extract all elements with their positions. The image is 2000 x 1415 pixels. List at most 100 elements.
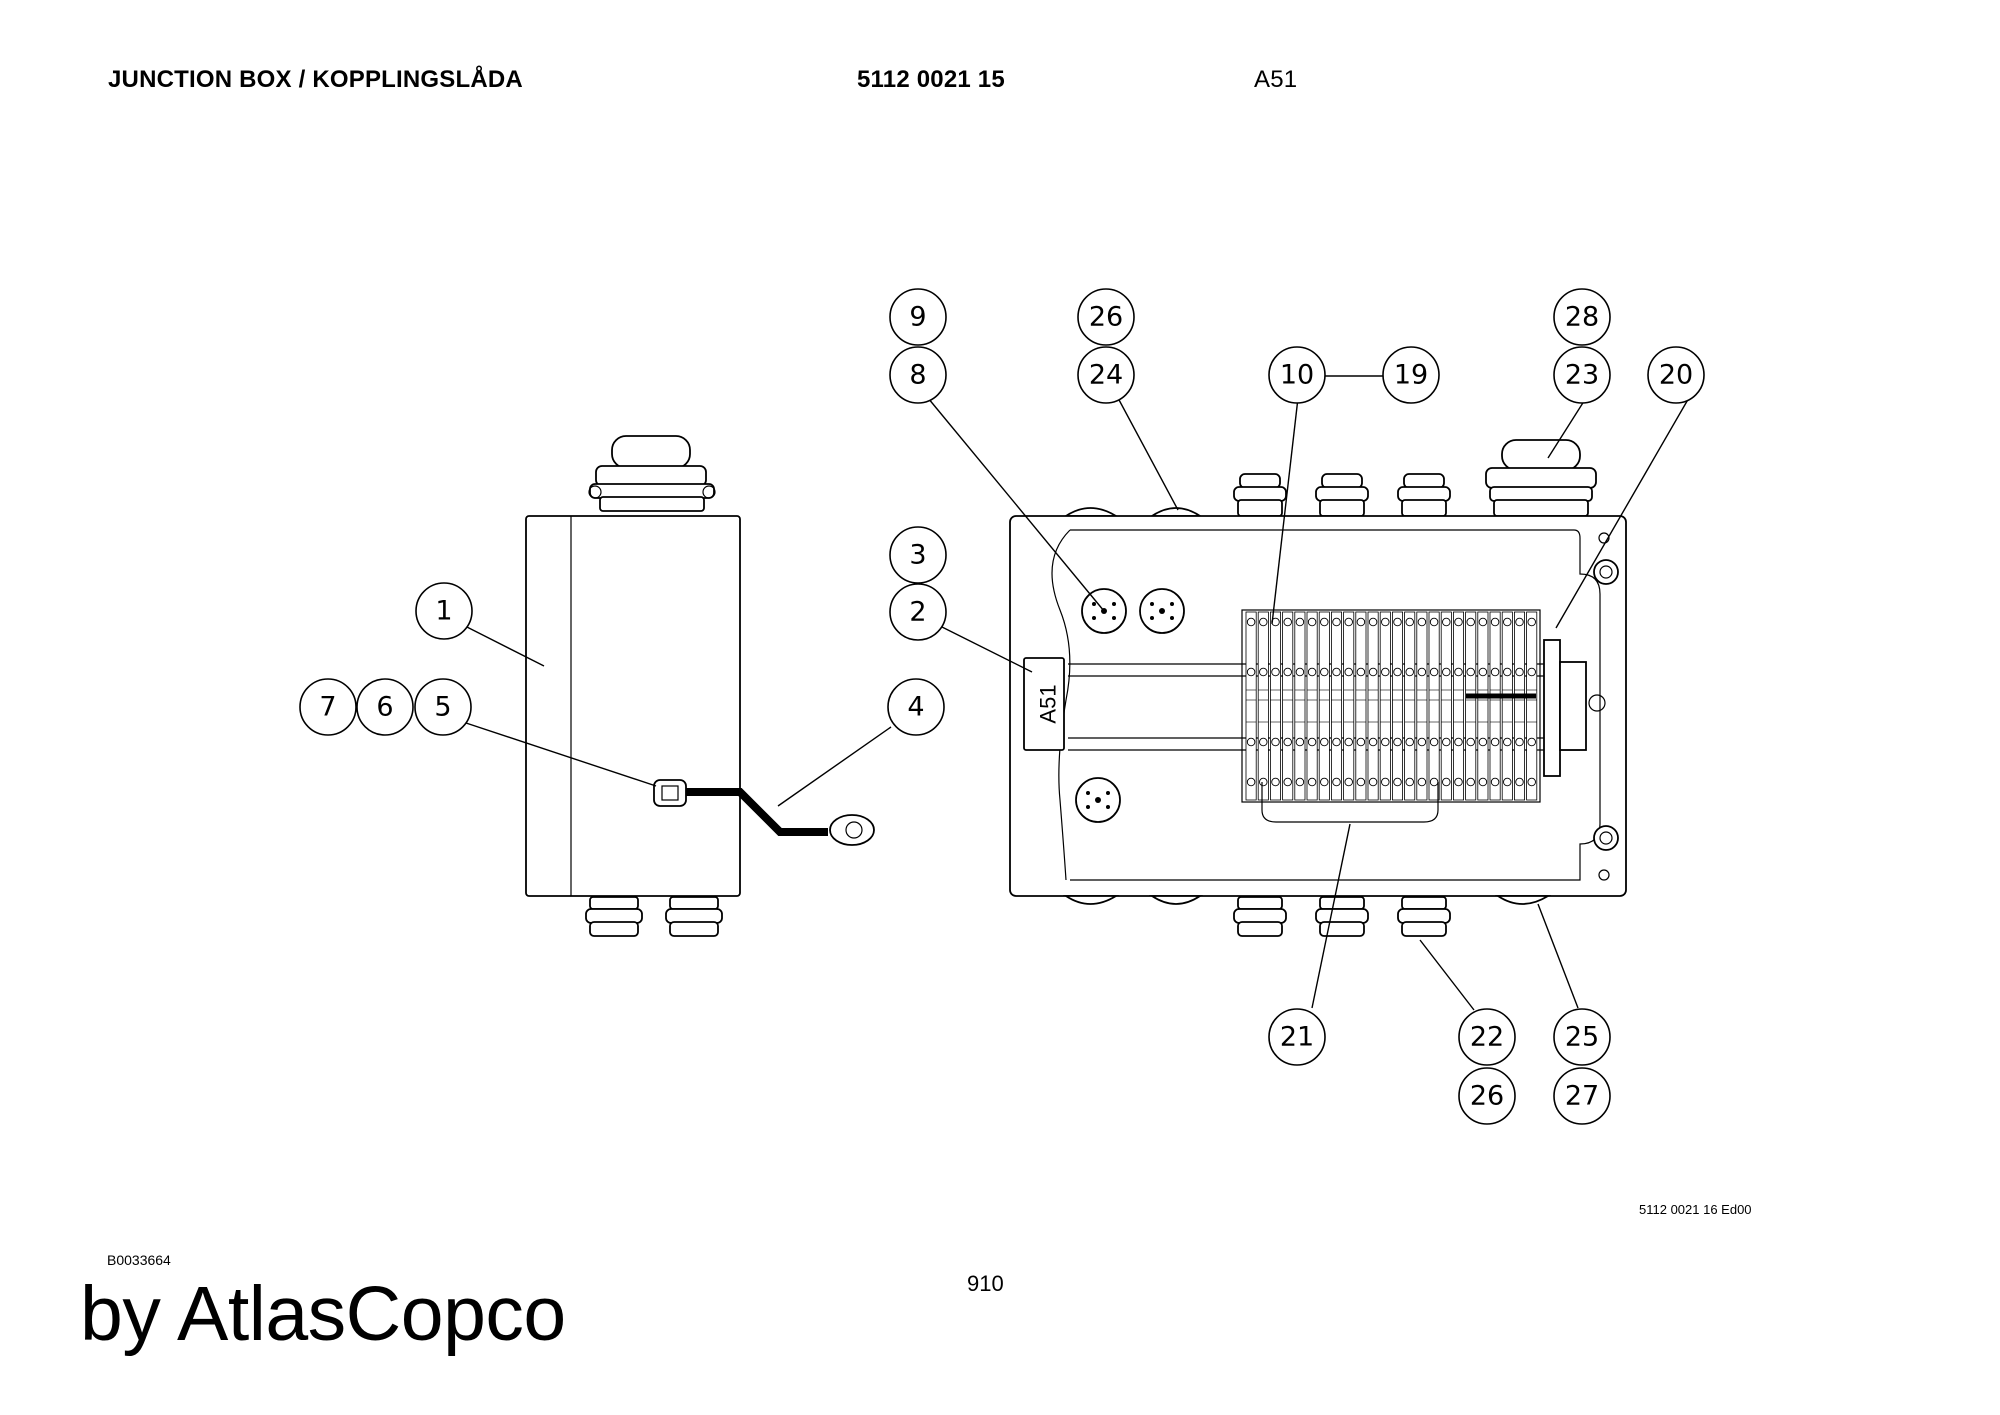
callout-5: 5: [414, 678, 472, 736]
terminal-screw: [1393, 777, 1402, 787]
terminal-screw: [1417, 777, 1427, 787]
terminal-screw: [1332, 777, 1341, 787]
terminal-screw: [1466, 737, 1475, 747]
terminal-screw: [1503, 737, 1512, 747]
callout-2: 2: [889, 583, 947, 641]
terminal-screw: [1405, 777, 1414, 787]
terminal-block: [1318, 611, 1330, 801]
terminal-screw: [1442, 737, 1451, 747]
terminal-screw: [1271, 667, 1280, 677]
svg-text:8: 8: [909, 360, 926, 391]
terminal-screw: [1393, 667, 1402, 677]
terminal-block: [1440, 611, 1452, 801]
front-view: A51: [1009, 439, 1627, 937]
terminal-screw: [1478, 737, 1488, 747]
part-number: 5112 0021 15: [857, 66, 1005, 93]
terminal-screw: [1527, 737, 1536, 747]
terminal-screw: [1295, 667, 1305, 677]
brand-logo: by AtlasCopco: [80, 1271, 566, 1357]
terminal-screw: [1503, 617, 1512, 627]
terminal-screw: [1271, 737, 1280, 747]
terminal-block: [1428, 611, 1440, 801]
page-number: 910: [967, 1271, 1004, 1296]
terminal-screw: [1368, 737, 1378, 747]
terminal-screw: [1503, 667, 1512, 677]
terminal-screw: [1320, 737, 1329, 747]
terminal-screw: [1307, 667, 1317, 677]
callout-9: 9: [889, 288, 947, 346]
callout-23: 23: [1553, 346, 1611, 404]
svg-text:7: 7: [319, 692, 336, 723]
terminal-screw: [1442, 617, 1451, 627]
terminal-screw: [1307, 617, 1317, 627]
callout-25: 25: [1553, 1008, 1611, 1066]
terminal-block: [1465, 611, 1477, 801]
box-label: A51: [1036, 684, 1061, 723]
terminal-screw: [1368, 617, 1378, 627]
terminal-block: [1489, 611, 1501, 801]
svg-text:25: 25: [1565, 1022, 1599, 1053]
terminal-screw: [1442, 667, 1451, 677]
terminal-screw: [1381, 617, 1390, 627]
terminal-block: [1453, 611, 1465, 801]
terminal-screw: [1515, 737, 1524, 747]
callout-19: 19: [1382, 346, 1440, 404]
terminal-screw: [1283, 617, 1292, 627]
callout-7: 7: [299, 678, 357, 736]
terminal-screw: [1356, 667, 1366, 677]
terminal-screw: [1356, 777, 1366, 787]
svg-text:27: 27: [1565, 1081, 1599, 1112]
page-title: JUNCTION BOX / KOPPLINGSLÅDA: [108, 66, 523, 93]
svg-text:21: 21: [1280, 1022, 1314, 1053]
terminal-block: [1501, 611, 1513, 801]
terminal-screw: [1405, 737, 1414, 747]
callout-8: 8: [889, 346, 947, 404]
terminal-screw: [1527, 667, 1536, 677]
callout-4: 4: [887, 678, 945, 736]
svg-text:24: 24: [1089, 360, 1123, 391]
edition-code: 5112 0021 16 Ed00: [1639, 1202, 1752, 1217]
terminal-screw: [1368, 777, 1378, 787]
terminal-screw: [1381, 667, 1390, 677]
callout-26-bottom: 26: [1458, 1067, 1516, 1125]
terminal-screw: [1490, 667, 1500, 677]
svg-text:26: 26: [1470, 1081, 1504, 1112]
terminal-screw: [1515, 777, 1524, 787]
terminal-screw: [1442, 777, 1451, 787]
terminal-screw: [1490, 737, 1500, 747]
terminal-screw: [1259, 617, 1268, 627]
terminal-block: [1379, 611, 1391, 801]
terminal-screw: [1490, 617, 1500, 627]
callout-3: 3: [889, 526, 947, 584]
terminal-block: [1392, 611, 1404, 801]
terminal-screw: [1356, 617, 1366, 627]
svg-text:28: 28: [1565, 302, 1599, 333]
terminal-block: [1514, 611, 1526, 801]
terminal-screw: [1246, 617, 1256, 627]
terminal-screw: [1466, 777, 1475, 787]
terminal-screw: [1393, 617, 1402, 627]
callout-28: 28: [1553, 288, 1611, 346]
terminal-screw: [1515, 617, 1524, 627]
terminal-screw: [1295, 777, 1305, 787]
terminal-screw: [1454, 617, 1463, 627]
terminal-screw: [1344, 737, 1353, 747]
terminal-block: [1245, 611, 1257, 801]
svg-text:20: 20: [1659, 360, 1693, 391]
terminal-screw: [1271, 777, 1280, 787]
terminal-screw: [1515, 667, 1524, 677]
callout-21: 21: [1268, 1008, 1326, 1066]
svg-text:2: 2: [909, 597, 926, 628]
terminal-screw: [1344, 777, 1353, 787]
terminal-screw: [1307, 737, 1317, 747]
terminal-screw: [1527, 617, 1536, 627]
callout-1: 1: [415, 582, 473, 640]
terminal-screw: [1503, 777, 1512, 787]
terminal-screw: [1527, 777, 1536, 787]
svg-text:4: 4: [907, 692, 924, 723]
terminal-screw: [1295, 617, 1305, 627]
callout-10: 10: [1268, 346, 1326, 404]
leader-lines: [460, 375, 1691, 1011]
terminal-screw: [1332, 617, 1341, 627]
terminal-screw: [1454, 667, 1463, 677]
